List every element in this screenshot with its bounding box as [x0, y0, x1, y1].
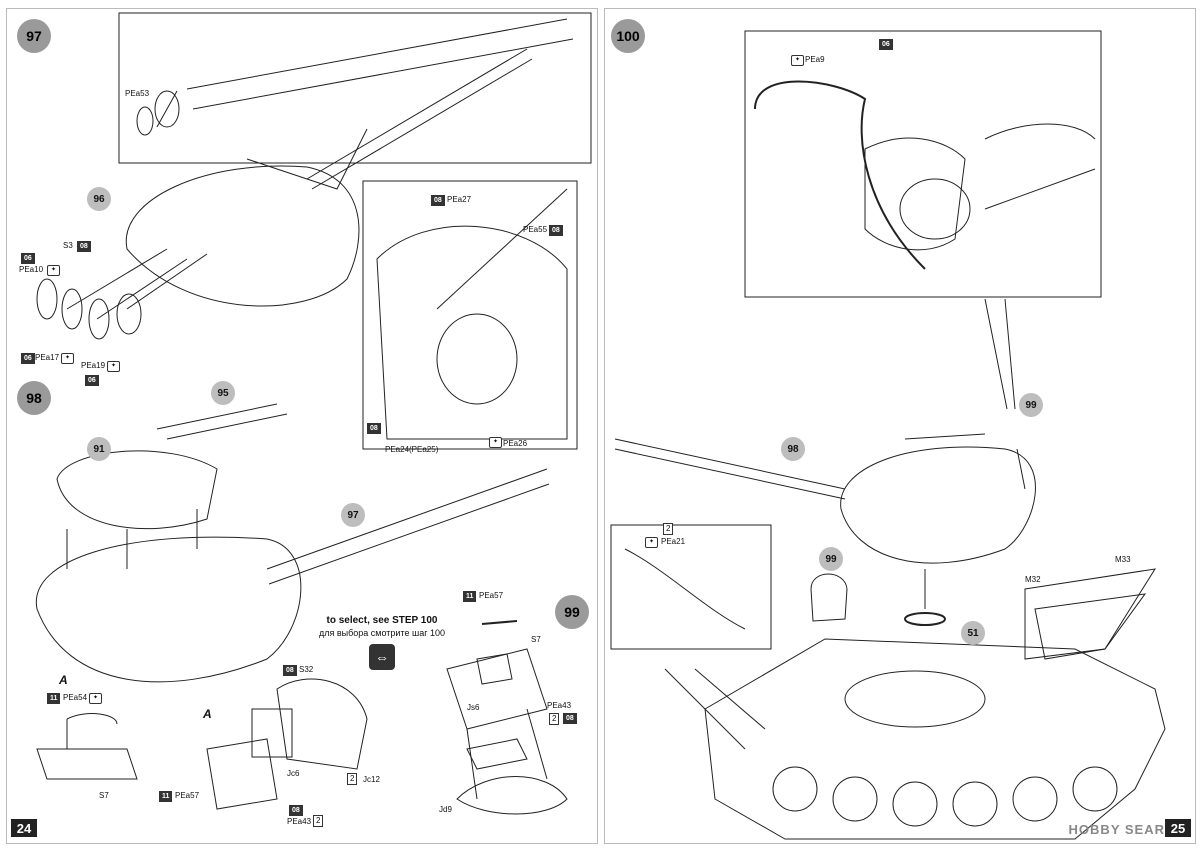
callout-51: 51: [961, 621, 985, 645]
left-instruction-page: 97 98 99 96 91 95 97 PEa53 06 PEa10 ✦ S3…: [6, 8, 598, 844]
callout-99: 99: [1019, 393, 1043, 417]
fret-tag: 11: [159, 791, 173, 802]
part-label: PEa57: [479, 591, 504, 600]
part-label: PEa53: [125, 89, 150, 98]
fret-tag: 06: [21, 253, 35, 264]
callout-98: 98: [781, 437, 805, 461]
part-label: Jc6: [287, 769, 300, 778]
part-label: PEa43: [547, 701, 572, 710]
fret-tag: 06: [85, 375, 99, 386]
quantity-box: 2: [549, 713, 560, 725]
fret-tag: 06: [879, 39, 893, 50]
step-number-97: 97: [17, 19, 51, 53]
arrows-switch-icon: ⇔: [369, 644, 395, 670]
photo-etch-icon: ✦: [61, 353, 74, 364]
fret-tag: 06: [21, 353, 35, 364]
part-label: S3: [63, 241, 73, 250]
callout-91: 91: [87, 437, 111, 461]
photo-etch-icon: ✦: [645, 537, 658, 548]
part-label: M32: [1025, 575, 1041, 584]
part-label: PEa27: [447, 195, 472, 204]
select-note-russian: для выбора смотрите шаг 100: [319, 628, 445, 638]
part-label: PEa19: [81, 361, 106, 370]
fret-tag: 08: [549, 225, 563, 236]
part-label: S7: [99, 791, 109, 800]
quantity-box: 2: [347, 773, 358, 785]
part-label: PEa24(PEa25): [385, 445, 439, 454]
page-number: 25: [1165, 819, 1191, 837]
quantity-box: 2: [313, 815, 324, 827]
photo-etch-icon: ✦: [47, 265, 60, 276]
step-number-100: 100: [611, 19, 645, 53]
part-label: PEa10: [19, 265, 44, 274]
quantity-box: 2: [663, 523, 674, 535]
callout-96: 96: [87, 187, 111, 211]
callout-99: 99: [819, 547, 843, 571]
watermark: HOBBY SEAR: [1068, 822, 1165, 837]
fret-tag: 08: [367, 423, 381, 434]
part-label: S7: [531, 635, 541, 644]
right-instruction-page: 100 06 ✦ PEa9 99 98 99 51 2 ✦ PEa21 M33 …: [604, 8, 1196, 844]
part-label: PEa21: [661, 537, 686, 546]
part-label: Jd9: [439, 805, 452, 814]
select-note-english: to select, see STEP 100: [326, 615, 438, 626]
part-label: PEa26: [503, 439, 528, 448]
variant-label-a: A: [203, 707, 212, 721]
part-label: M33: [1115, 555, 1131, 564]
variant-label-a: A: [59, 673, 68, 687]
photo-etch-icon: ✦: [489, 437, 502, 448]
step-number-99: 99: [555, 595, 589, 629]
part-label: PEa57: [175, 791, 200, 800]
step-number-98: 98: [17, 381, 51, 415]
part-label: PEa54: [63, 693, 88, 702]
fret-tag: 08: [283, 665, 297, 676]
fret-tag: 08: [77, 241, 91, 252]
callout-97: 97: [341, 503, 365, 527]
part-label: S32: [299, 665, 314, 674]
photo-etch-icon: ✦: [107, 361, 120, 372]
page-number: 24: [11, 819, 37, 837]
part-label: PEa43: [287, 817, 312, 826]
part-label: Jc12: [363, 775, 380, 784]
part-label: Js6: [467, 703, 480, 712]
photo-etch-icon: ✦: [791, 55, 804, 66]
callout-95: 95: [211, 381, 235, 405]
fret-tag: 11: [463, 591, 477, 602]
fret-tag: 11: [47, 693, 61, 704]
part-label: PEa55: [523, 225, 548, 234]
right-page-line-art: [610, 30, 1166, 840]
fret-tag: 08: [289, 805, 303, 816]
part-label: PEa17: [35, 353, 60, 362]
left-page-line-art: [35, 12, 592, 815]
fret-tag: 08: [431, 195, 445, 206]
part-label: PEa9: [805, 55, 825, 64]
fret-tag: 08: [563, 713, 577, 724]
select-step-note: to select, see STEP 100 для выбора смотр…: [307, 615, 457, 670]
photo-etch-icon: ✦: [89, 693, 102, 704]
